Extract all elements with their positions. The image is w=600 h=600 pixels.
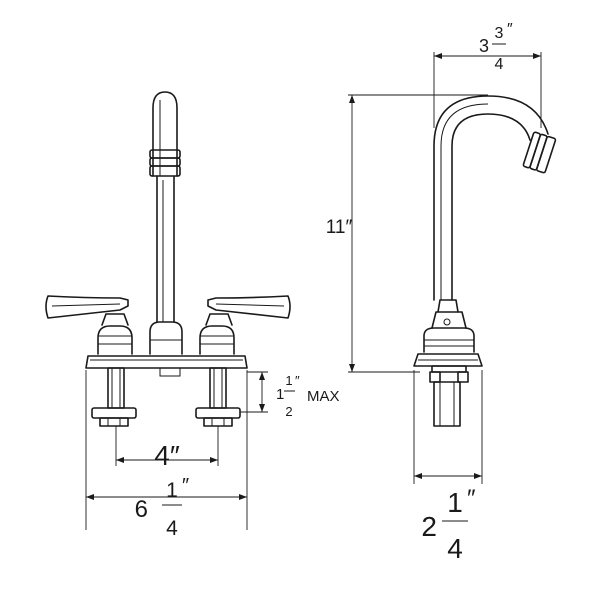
dim-below-deck-denominator: 2 [285, 404, 292, 419]
dim-overall-width-label: 6 1 4 ″ [135, 475, 189, 540]
front-view [45, 91, 291, 427]
front-right-handle [199, 295, 291, 355]
dim-overall-width-denominator: 4 [166, 517, 178, 540]
dim-below-deck-label: 1 1 2 ″ MAX [276, 373, 340, 419]
dimension-lines [85, 52, 542, 530]
dim-base-depth-label: 2 1 4 ″ [421, 485, 476, 564]
side-body [413, 299, 483, 427]
dim-height-label: 11″ [326, 217, 353, 238]
front-spout [149, 91, 183, 355]
dim-overall-width-numerator: 1 [166, 479, 178, 502]
dim-base-depth-denominator: 4 [447, 533, 463, 564]
dim-top-width-unit: ″ [507, 21, 513, 38]
dim-below-deck-whole: 1 [276, 386, 284, 403]
side-view [413, 95, 557, 427]
dim-overall-width-whole: 6 [135, 496, 148, 523]
dim-below-deck-suffix: MAX [307, 388, 340, 405]
front-right-shank [195, 367, 241, 427]
front-left-handle [45, 295, 133, 355]
front-base-plate [85, 355, 248, 377]
dim-base-depth-whole: 2 [421, 511, 437, 542]
dim-top-width-denominator: 4 [495, 56, 504, 73]
dim-top-width-label: 3 3 4 ″ [479, 21, 513, 73]
dim-base-depth-numerator: 1 [447, 487, 463, 518]
dim-below-deck-unit: ″ [295, 373, 300, 388]
front-left-shank [91, 367, 137, 427]
dim-below-deck-numerator: 1 [285, 373, 292, 388]
dim-overall-width-unit: ″ [182, 475, 189, 497]
dim-top-width-whole: 3 [479, 36, 489, 56]
dim-base-depth-unit: ″ [467, 485, 476, 512]
side-gooseneck-spout [433, 95, 557, 301]
dim-top-width-numerator: 3 [495, 25, 504, 42]
dim-center-spacing-label: 4″ [154, 440, 180, 471]
